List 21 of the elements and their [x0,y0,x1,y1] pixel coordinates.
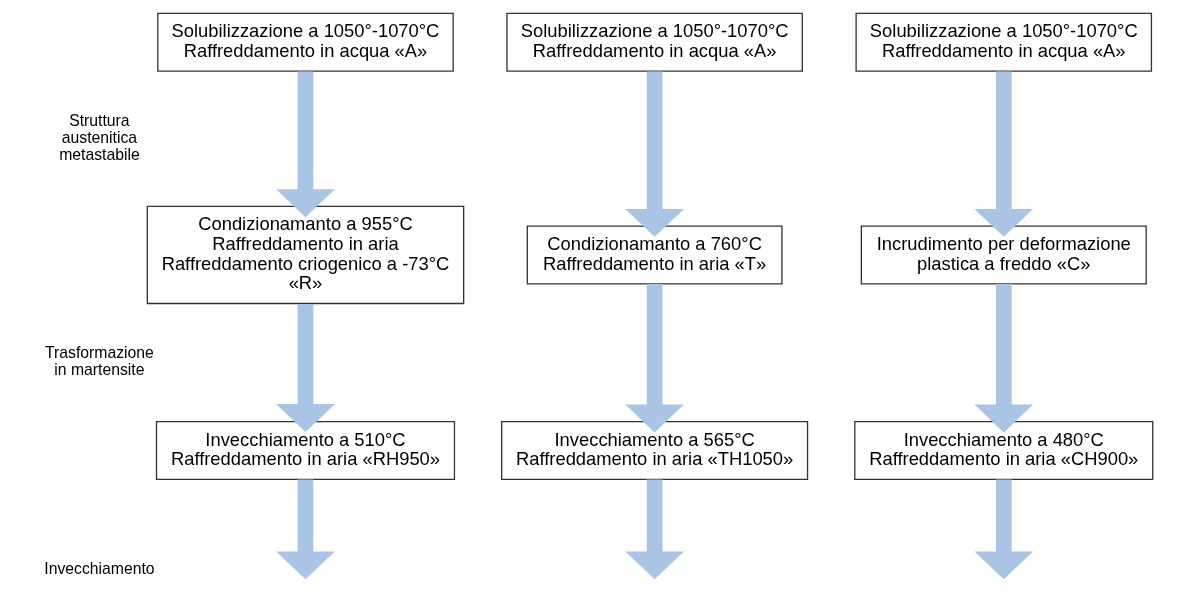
arrow [625,283,684,433]
node-box: Condizionamanto a 955°C Raffreddamento in aria Raffreddamento criogenico a -73°C «R» [146,205,465,305]
arrow [974,283,1034,433]
node-box: Solubilizzazione a 1050°-1070°C Raffreddamento in acqua «A» [157,12,454,72]
arrow [625,479,684,580]
arrow [276,303,335,433]
node-box: Invecchiamento a 565°C Raffreddamento in aria «TH1050» [501,420,809,481]
node-box: Condizionamanto a 760°C Raffreddamento in aria «T» [526,225,783,285]
label: Trasformazione in martensite [45,344,154,379]
node-box: Incrudimento per deformazione plastica a freddo «C» [860,225,1147,285]
label: Invecchiamento [44,560,155,578]
node-box: Invecchiamento a 510°C Raffreddamento in aria «RH950» [155,420,456,481]
node-box: Solubilizzazione a 1050°-1070°C Raffreddamento in acqua «A» [855,12,1153,72]
arrow [276,479,335,580]
label: Struttura austenitica metastabile [59,111,140,163]
arrow [625,71,684,237]
node-box: Invecchiamento a 480°C Raffreddamento in aria «CH900» [854,420,1154,481]
arrow [974,71,1034,237]
arrow [974,479,1034,580]
arrow [276,71,335,218]
node-box: Solubilizzazione a 1050°-1070°C Raffreddamento in acqua «A» [506,12,803,72]
